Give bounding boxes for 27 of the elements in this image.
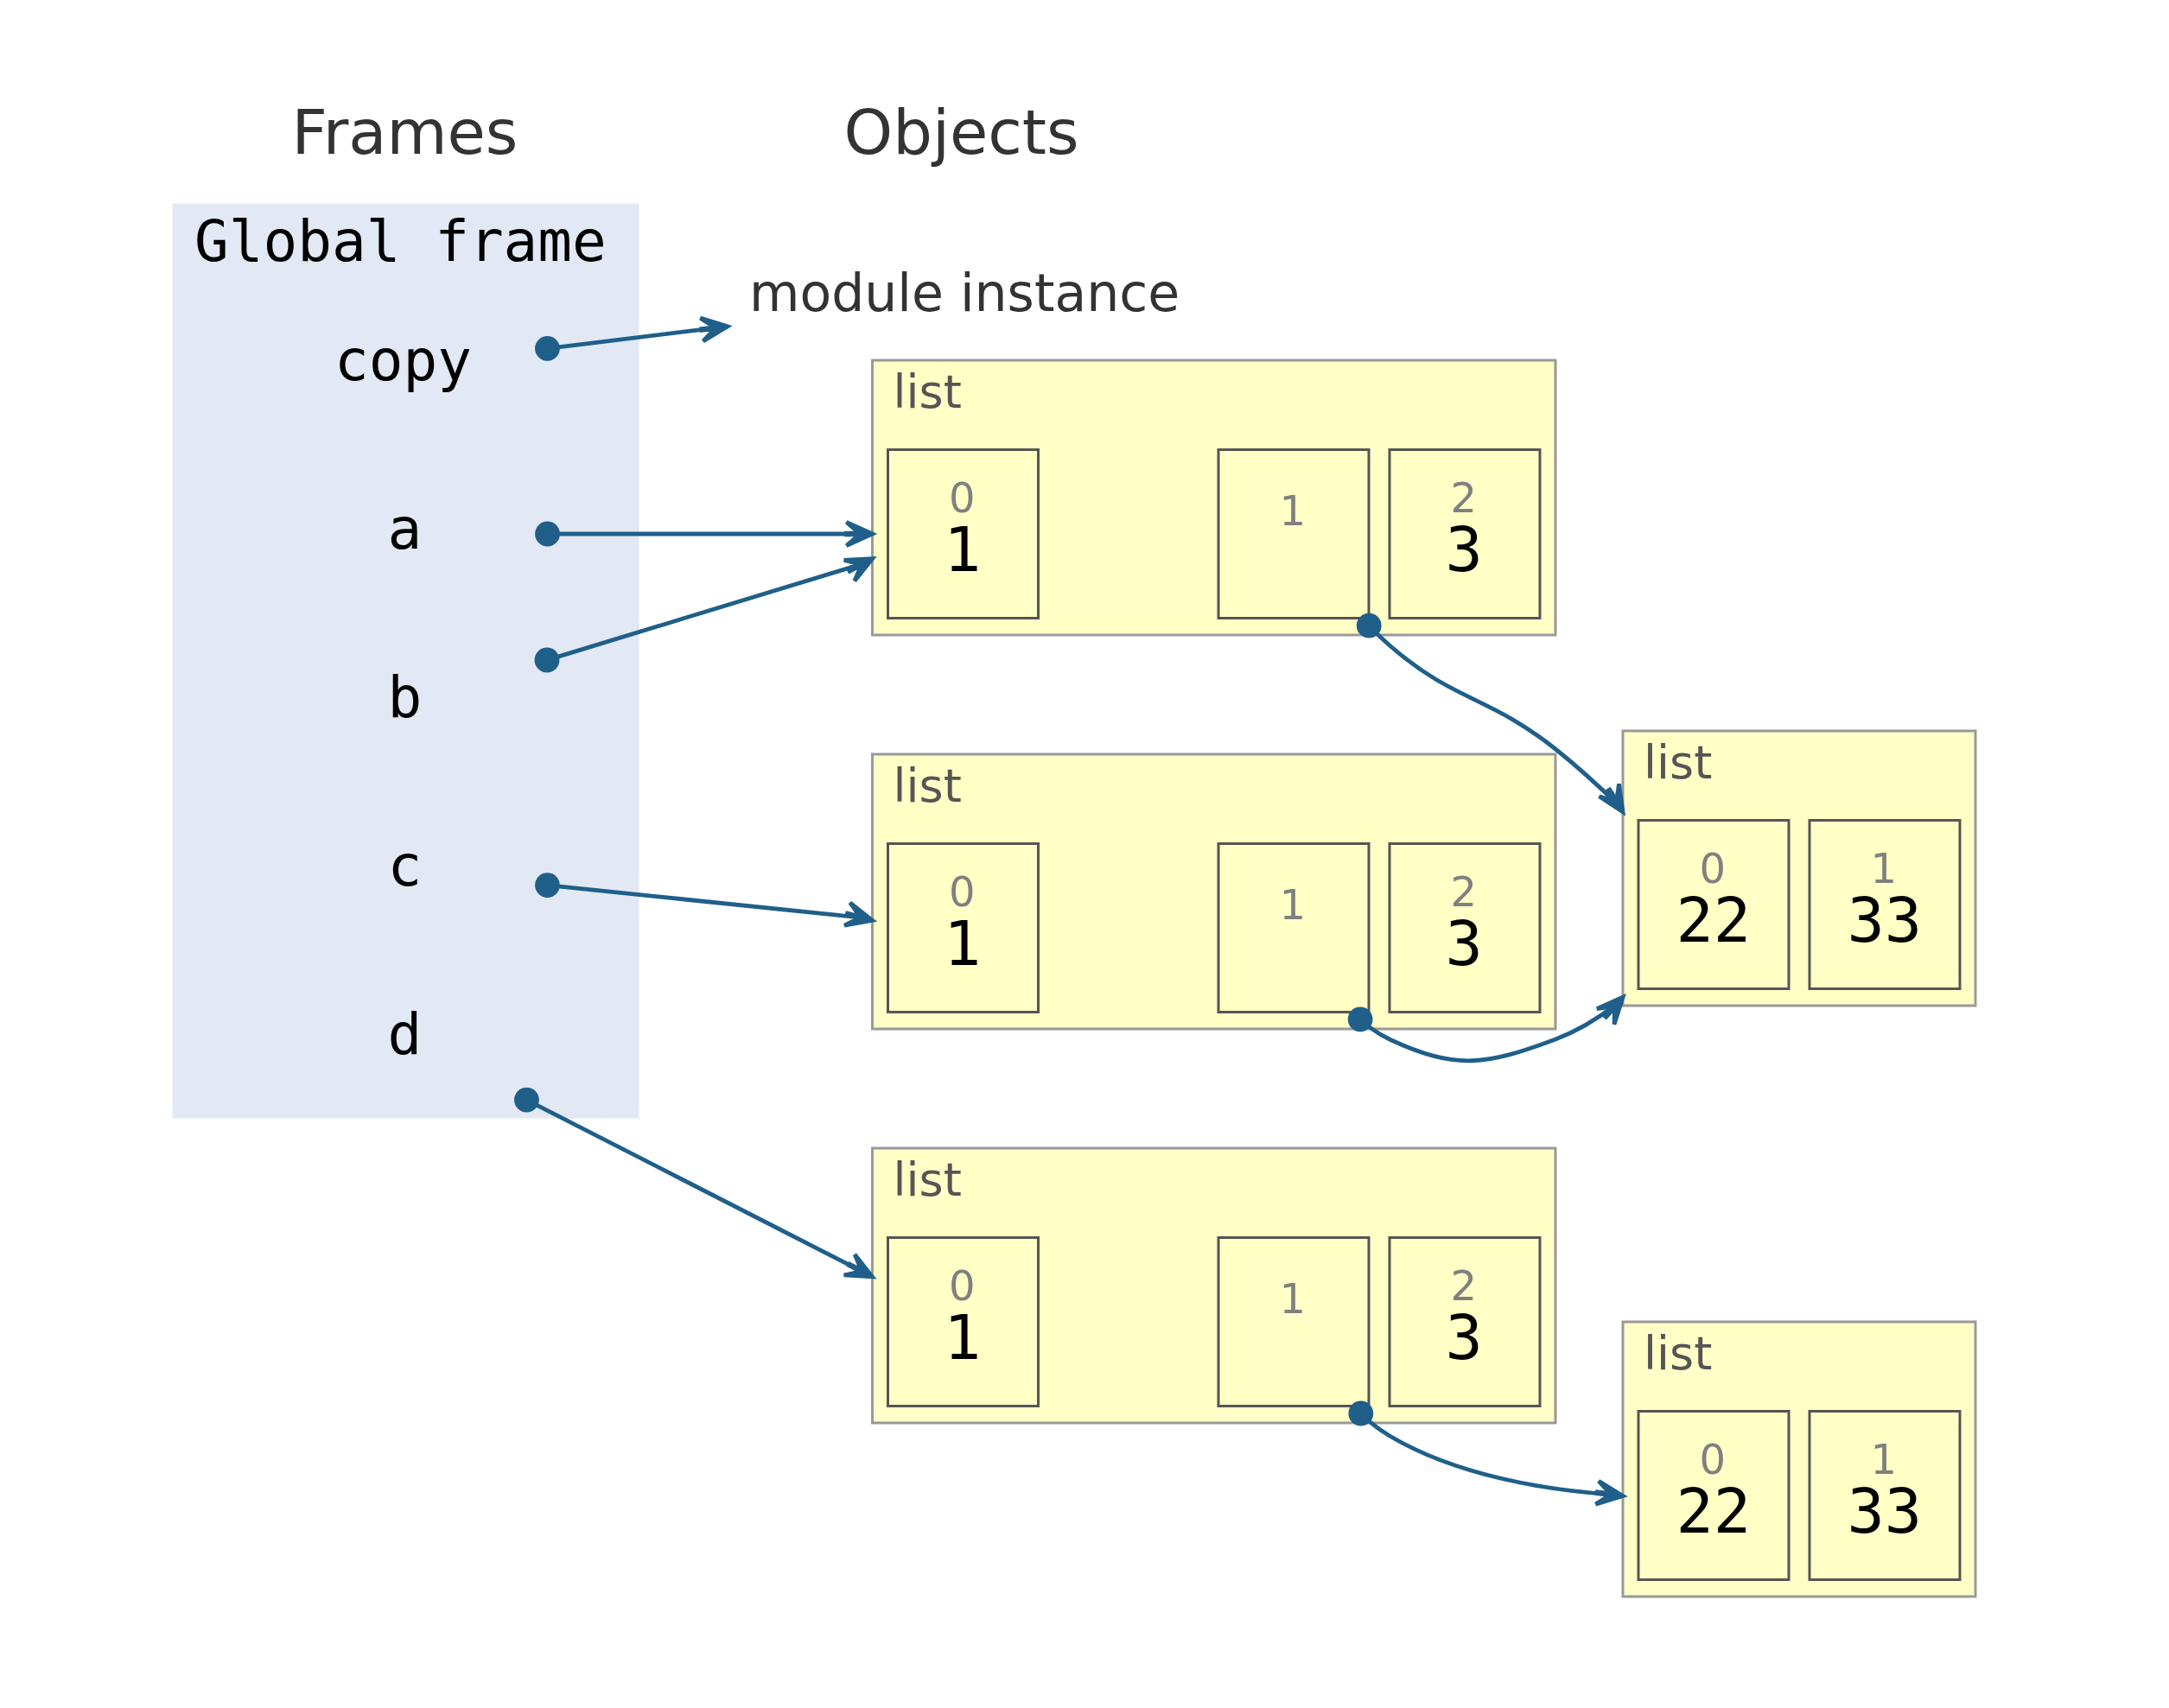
node-text: b <box>387 664 422 731</box>
arrow <box>534 520 875 548</box>
node-box: 0 1 <box>886 1236 1040 1407</box>
node-box: 1 33 <box>1808 1410 1961 1581</box>
arrow <box>534 873 875 928</box>
node-text: c <box>387 832 422 899</box>
node-box: 1 <box>1217 842 1370 1013</box>
node-box: 2 3 <box>1388 1236 1541 1407</box>
node-box: 0 1 <box>886 842 1040 1013</box>
arrow <box>534 556 875 673</box>
arrow <box>1347 994 1625 1064</box>
label: Objects <box>843 95 1079 168</box>
node-text: module instance <box>748 263 1180 323</box>
node-box: 2 3 <box>1388 448 1541 619</box>
node-box: 0 22 <box>1637 1410 1790 1581</box>
node-box: 1 33 <box>1808 819 1961 990</box>
node-box: 0 22 <box>1637 819 1790 990</box>
node-text: d <box>387 1000 422 1068</box>
node-text: copy <box>334 327 472 394</box>
node-box: 2 3 <box>1388 842 1541 1013</box>
node-box: 1 <box>1217 1236 1370 1407</box>
label: Frames <box>291 95 518 168</box>
arrow <box>1356 613 1625 815</box>
node-text: a <box>387 495 422 562</box>
node-box: 1 <box>1217 448 1370 619</box>
node-box: 0 1 <box>886 448 1040 619</box>
arrow <box>513 1087 875 1279</box>
